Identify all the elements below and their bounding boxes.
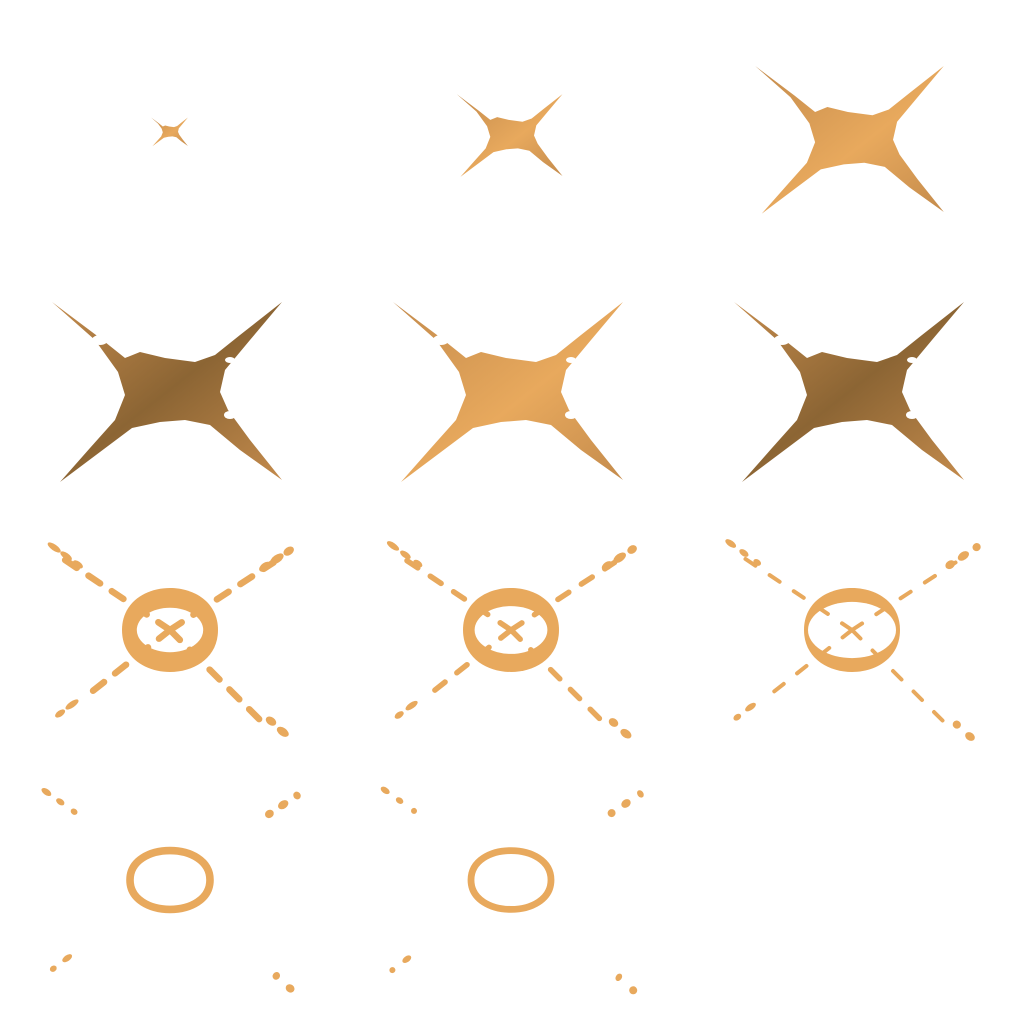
flash-fragment [272, 972, 281, 980]
flash-fragment [402, 955, 412, 963]
flash-arm [400, 555, 514, 633]
flash-fragment [386, 541, 400, 551]
flash-fragment [389, 967, 396, 974]
flash-fragment [55, 709, 66, 718]
explosion-flash-shape [52, 302, 282, 482]
flash-core [126, 846, 214, 914]
flash-fragment [972, 543, 981, 552]
flash-fragment [395, 797, 404, 804]
sprite-frame-3 [682, 5, 1022, 255]
flash-fragment [276, 726, 289, 737]
sprite-frame-7 [0, 505, 340, 755]
flash-arm [166, 626, 268, 728]
flash-fragment [62, 954, 73, 963]
flash-star-body [52, 302, 282, 482]
flash-fragment [620, 728, 632, 739]
flash-fragment [413, 559, 423, 568]
flash-fragment [56, 798, 65, 806]
flash-arm [764, 628, 854, 700]
flash-core [804, 588, 900, 672]
flash-fragment [753, 558, 762, 566]
flash-fragment [65, 699, 79, 710]
flash-fragment [270, 553, 284, 565]
sprite-frame-1 [0, 5, 340, 255]
flash-fragment [601, 561, 613, 571]
explosion-flash-shape [41, 787, 301, 993]
explosion-flash-shape [755, 66, 944, 214]
sprite-frame-9 [682, 505, 1022, 755]
flash-core [122, 588, 218, 672]
flash-fragment [49, 965, 57, 972]
flash-fragment [627, 545, 637, 554]
flash-fragment [637, 790, 644, 798]
flash-fragment [411, 807, 417, 814]
flash-fragment [293, 791, 301, 800]
flash-star-body [456, 94, 563, 177]
flash-arm [422, 627, 514, 701]
flash-fragment [613, 552, 626, 563]
flash-fragment [957, 551, 969, 561]
flash-fragment [47, 542, 61, 553]
flash-fragment [607, 809, 616, 818]
explosion-flash-shape [456, 94, 563, 177]
flash-fragment [283, 546, 294, 556]
flash-fragment [733, 713, 742, 721]
flash-core [463, 588, 559, 672]
explosion-flash-shape [151, 117, 188, 147]
sprite-frame-2 [341, 5, 681, 255]
flash-arm [81, 626, 174, 701]
flash-arm [742, 556, 854, 632]
flash-fragment [405, 700, 418, 711]
flash-fragment [278, 800, 289, 810]
flash-fragment [629, 986, 638, 995]
sprite-frame-8 [341, 505, 681, 755]
flash-fragment [70, 808, 78, 815]
flash-fragment [739, 549, 749, 557]
flash-fragment [265, 716, 277, 726]
flash-fragment [400, 550, 411, 560]
flash-fragment [285, 984, 295, 993]
flash-fragment [608, 718, 619, 727]
flash-core [467, 847, 555, 913]
sprite-frame-4 [0, 255, 340, 505]
explosion-flash-shape [725, 539, 981, 741]
flash-fragment [965, 732, 975, 741]
flash-fragment [394, 711, 404, 719]
flash-fragment [952, 720, 961, 729]
flash-arm [58, 554, 174, 634]
sprite-frame-5 [341, 255, 681, 505]
flash-fragment [259, 561, 272, 572]
sprite-frame-11 [341, 755, 681, 1005]
explosion-flash-shape [393, 302, 623, 482]
flash-fragment [264, 809, 274, 819]
flash-fragment [745, 702, 756, 712]
explosion-flash-shape [380, 786, 644, 995]
explosion-flash-shape [386, 541, 637, 739]
sprite-frame-6 [682, 255, 1022, 505]
flash-fragment [60, 551, 72, 561]
explosion-flash-shape [47, 542, 294, 737]
flash-fragment [41, 787, 52, 797]
explosion-flash-shape [734, 302, 964, 482]
flash-arm [850, 628, 949, 727]
flash-star-body [393, 302, 623, 482]
flash-fragment [621, 799, 631, 808]
flash-star-body [151, 117, 188, 147]
flash-fragment [725, 539, 737, 548]
flash-fragment [72, 560, 83, 569]
flash-fragment [380, 786, 390, 795]
flash-fragment [615, 973, 623, 982]
sprite-frame-10 [0, 755, 340, 1005]
flash-arm [508, 627, 609, 728]
flash-fragment [945, 560, 956, 570]
flash-star-body [755, 66, 944, 214]
flash-star-body [734, 302, 964, 482]
